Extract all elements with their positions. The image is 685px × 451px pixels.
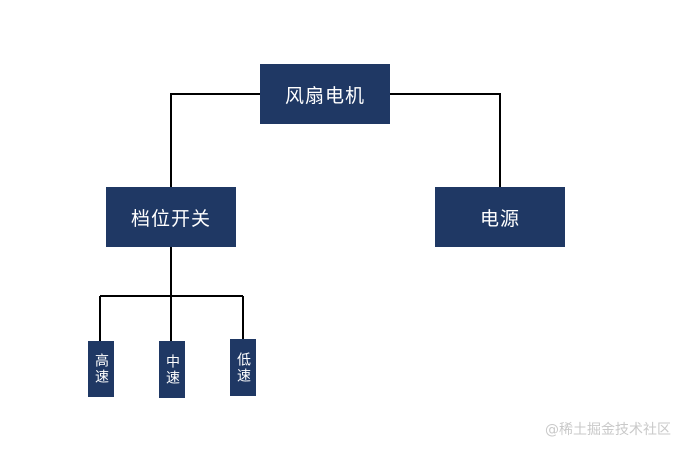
node-medium-speed: 中速	[159, 341, 185, 398]
connector-root-power	[390, 93, 501, 188]
node-high-speed: 高速	[88, 341, 114, 397]
node-gear-switch: 档位开关	[106, 187, 236, 247]
connector-root-switch	[170, 93, 260, 188]
node-low-speed-label: 低速	[235, 351, 251, 384]
node-high-speed-label: 高速	[93, 353, 109, 385]
node-fan-motor-label: 风扇电机	[284, 84, 365, 107]
node-power-label: 电源	[479, 207, 520, 230]
node-low-speed: 低速	[230, 339, 256, 396]
watermark: @稀土掘金技术社区	[545, 422, 671, 438]
node-medium-speed-label: 中速	[164, 353, 180, 386]
node-gear-switch-label: 档位开关	[130, 207, 211, 230]
node-fan-motor: 风扇电机	[260, 64, 390, 124]
node-power: 电源	[435, 187, 565, 247]
